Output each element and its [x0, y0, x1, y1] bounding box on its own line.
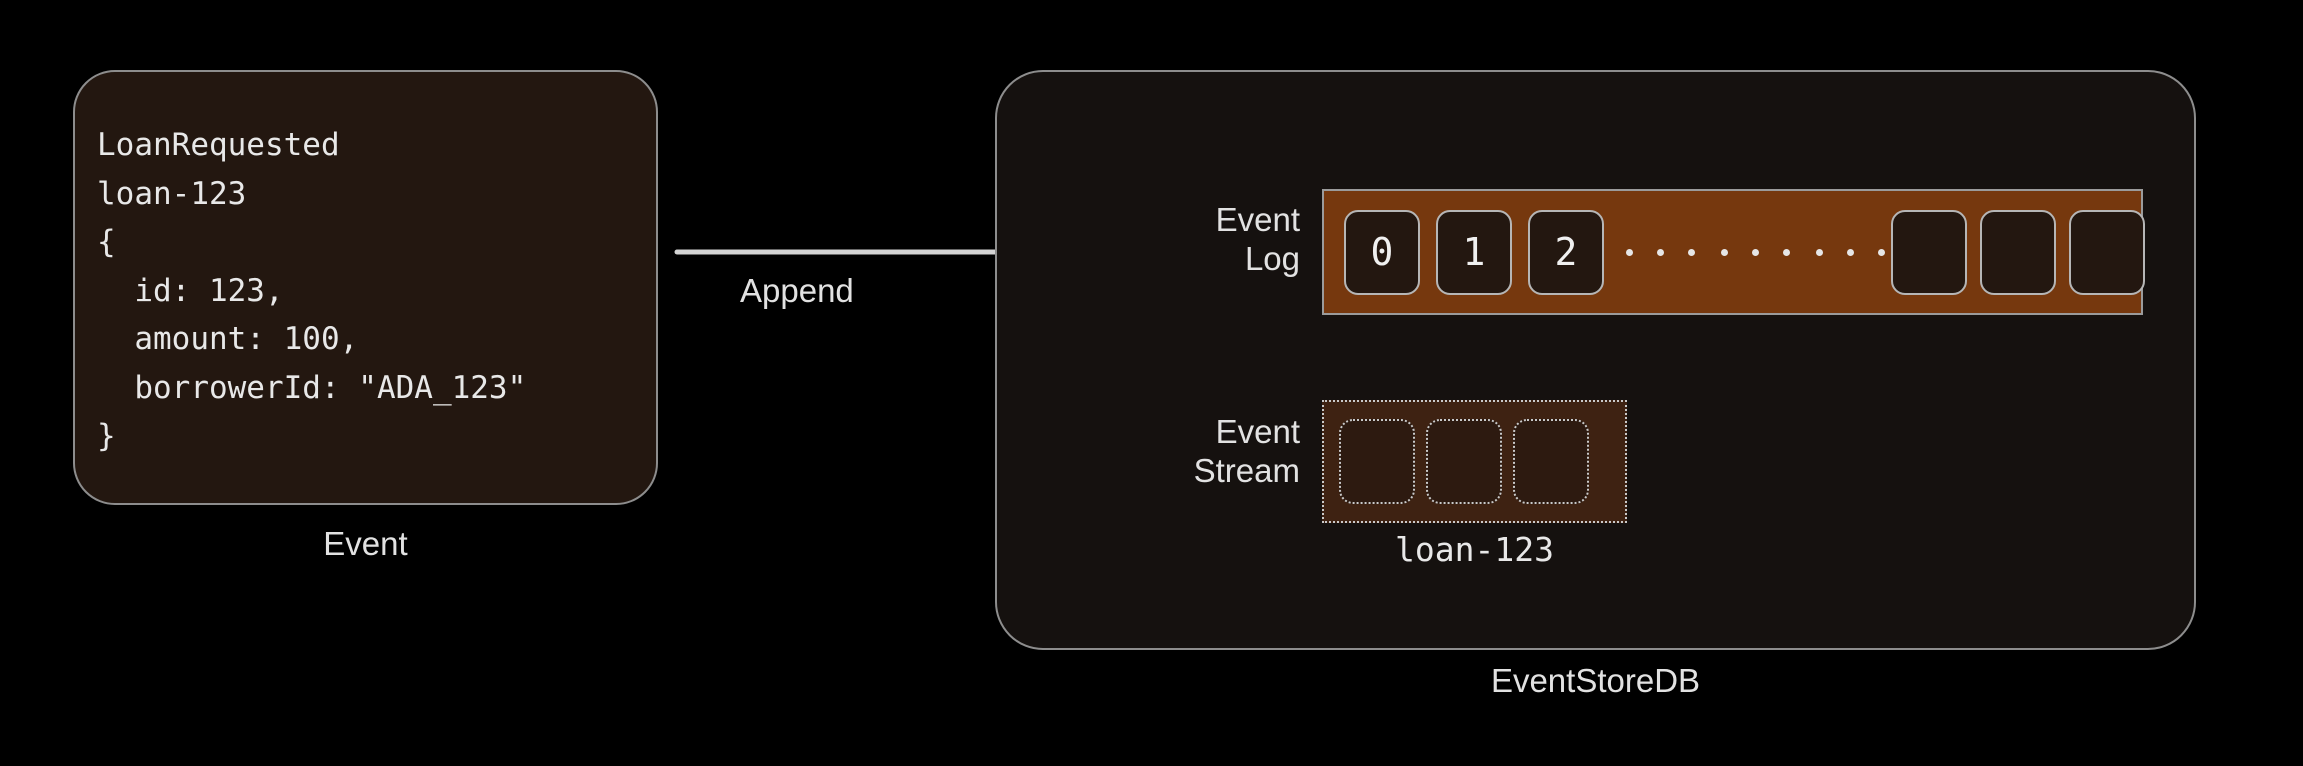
ellipsis-dot-icon [1847, 248, 1854, 256]
event-stream-box [1322, 400, 1627, 523]
append-label: Append [740, 272, 854, 309]
ellipsis-dot-icon [1657, 248, 1664, 256]
event-card: LoanRequested loan-123 { id: 123, amount… [73, 70, 658, 505]
event-payload-code: LoanRequested loan-123 { id: 123, amount… [97, 127, 527, 454]
ellipsis-dot-icon [1752, 248, 1759, 256]
event-log-ellipsis [1626, 248, 1885, 256]
event-stream-label: Event Stream [1193, 413, 1300, 489]
ellipsis-group [1721, 248, 1790, 256]
event-stream-cell [1339, 419, 1415, 504]
event-stream-caption: loan-123 [1395, 530, 1554, 569]
ellipsis-group [1816, 248, 1885, 256]
ellipsis-group [1626, 248, 1695, 256]
event-stream-cell [1426, 419, 1502, 504]
ellipsis-dot-icon [1783, 248, 1790, 256]
ellipsis-dot-icon [1721, 248, 1728, 256]
ellipsis-dot-icon [1816, 248, 1823, 256]
ellipsis-dot-icon [1626, 248, 1633, 256]
eventstoredb-caption: EventStoreDB [1490, 662, 1701, 699]
event-log-cell-empty [2069, 209, 2145, 295]
event-log-cell-empty [1891, 209, 1967, 295]
event-log-cell-empty [1980, 209, 2056, 295]
event-log-label: Event Log [1215, 201, 1300, 277]
event-log-cell: 0 [1344, 209, 1420, 295]
event-card-caption: Event [323, 525, 408, 562]
event-log-cell: 1 [1436, 209, 1512, 295]
ellipsis-dot-icon [1688, 248, 1695, 256]
event-stream-cell [1513, 419, 1589, 504]
event-log-bar: 0 1 2 [1322, 189, 2145, 315]
ellipsis-dot-icon [1878, 248, 1885, 256]
eventstoredb-container [995, 70, 2196, 650]
event-log-cell: 2 [1528, 209, 1604, 295]
